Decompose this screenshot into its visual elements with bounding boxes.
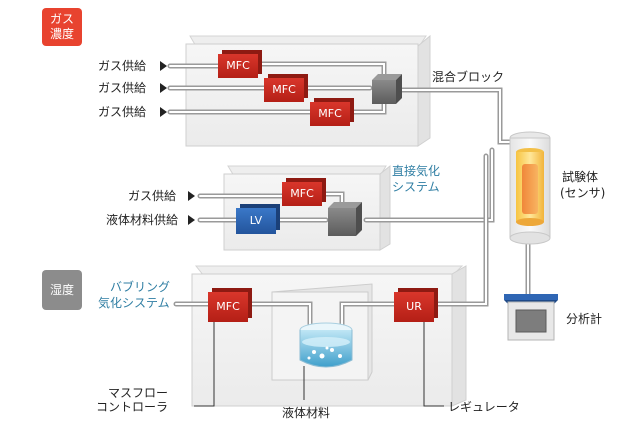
mfc-label-bubbling: MFC [216,300,240,313]
bubbling-title-1: バブリング [110,280,171,294]
gas-badge-line1: ガス [49,12,74,26]
gas-supply-label-1: ガス供給 [98,59,147,73]
mfc-box-direct: MFC [282,182,322,206]
gas-supply-arrow-2 [160,83,167,93]
callout-lines [194,314,444,407]
liquid-material-callout: 液体材料 [282,406,331,420]
mfc-box-3: MFC [310,102,350,126]
mfc-box-1: MFC [218,54,258,78]
mixing-block-label: 混合ブロック [432,70,505,84]
lv-label: LV [249,214,263,227]
gas-badge-line2: 濃度 [49,27,74,41]
lv-box: LV [236,208,276,234]
gas-supply-arrow-3 [160,107,167,117]
mfc-label-1: MFC [226,59,250,72]
ur-box: UR [394,292,434,322]
mfc-callout-1: マスフロー [108,386,169,400]
mfc-box-bubbling: MFC [208,292,248,322]
mfc-label-2: MFC [272,83,296,96]
specimen-label-1: 試験体 [562,170,599,184]
mfc-label-3: MFC [318,107,342,120]
mfc-label-direct: MFC [290,187,314,200]
analyzer-device [504,294,558,341]
mfc-callout-2: コントローラ [96,400,169,414]
gas-concentration-badge: ガス 濃度 [42,8,82,46]
liquid-supply-arrow [188,215,195,225]
liquid-supply-label: 液体材料供給 [106,213,179,227]
mixing-block-cube [372,74,402,104]
direct-vaporization-title-2: システム [392,180,440,194]
mfc-box-2: MFC [264,78,304,102]
analyzer-label: 分析計 [566,312,603,326]
gas-supply-arrow-1 [160,61,167,71]
direct-vaporization-title-1: 直接気化 [392,164,441,178]
humidity-badge: 湿度 [42,270,82,310]
gas-supply-label-3: ガス供給 [98,105,147,119]
specimen-sensor-tube [509,131,551,245]
liquid-material-beaker [299,322,353,368]
ur-label: UR [406,300,422,313]
gas-supply-label-2: ガス供給 [98,81,147,95]
direct-gas-supply-arrow [188,191,195,201]
bubbling-title-2: 気化システム [98,296,170,310]
regulator-callout: レギュレータ [448,400,520,414]
vaporizer-mixing-cube [328,202,362,236]
specimen-label-2: (センサ) [560,186,606,200]
direct-gas-supply-label: ガス供給 [128,189,177,203]
humidity-badge-text: 湿度 [49,282,74,297]
